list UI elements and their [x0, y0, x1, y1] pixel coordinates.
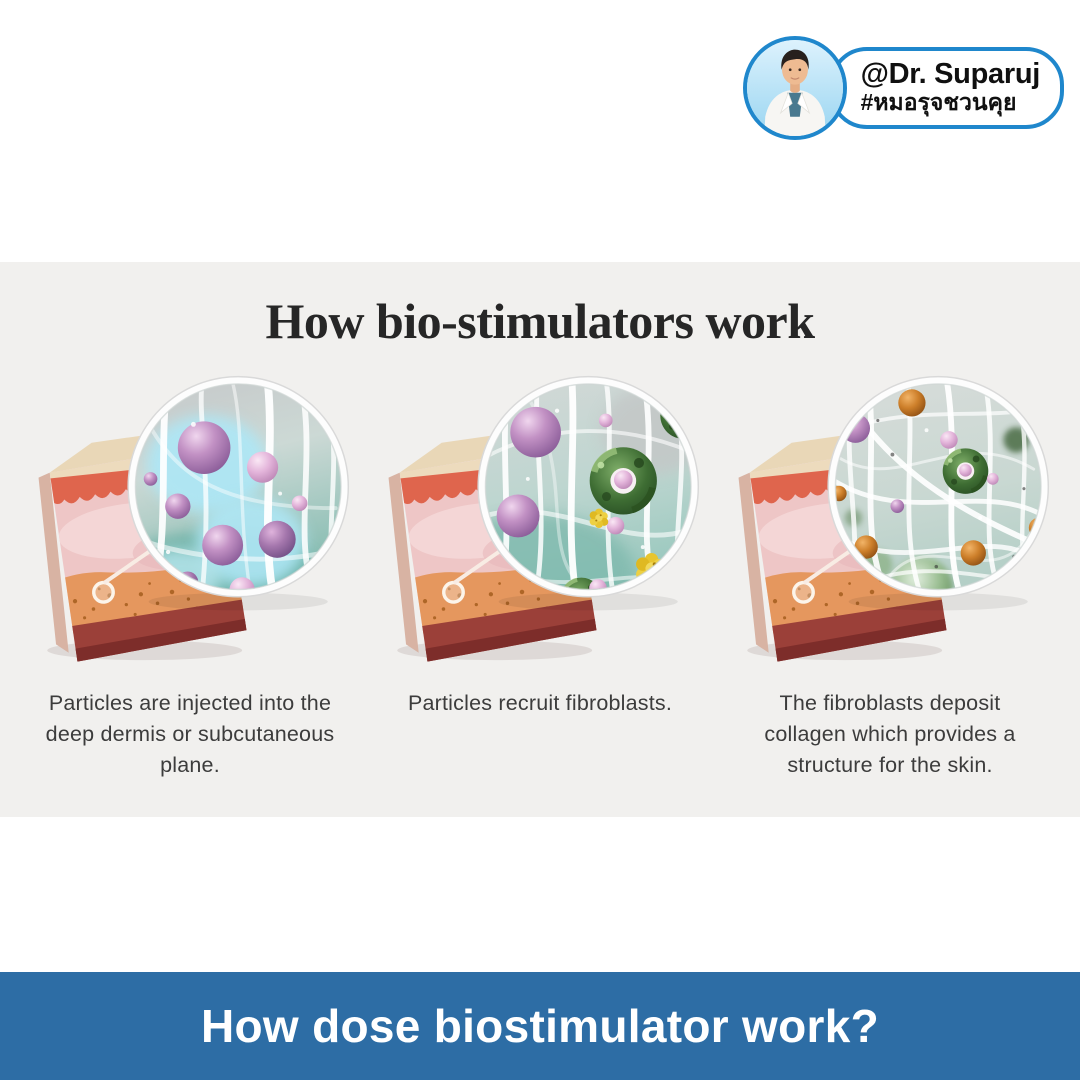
lens-particles — [135, 383, 341, 590]
doctor-avatar-illustration — [746, 40, 843, 136]
banner-title: How dose biostimulator work? — [200, 1000, 879, 1052]
profile-badge: @Dr. Suparuj #หมอรุจชวนคุย — [742, 36, 1064, 140]
step-2-caption: Particles recruit fibroblasts. — [407, 691, 673, 715]
profile-pill: @Dr. Suparuj #หมอรุจชวนคุย — [828, 46, 1064, 130]
doctor-avatar — [742, 36, 847, 140]
skin-illustration-fibroblasts — [370, 375, 700, 664]
lens-collagen — [835, 383, 1041, 590]
bottom-banner: How dose biostimulator work? — [0, 972, 1080, 1080]
step-2: Particles recruit fibroblasts. — [365, 362, 715, 781]
infographic-title: How bio-stimulators work — [265, 293, 815, 349]
infographic-stage: How bio-stimulators work — [0, 262, 1080, 817]
step-1-caption: Particles are injected into the deep der… — [45, 691, 335, 777]
step-1: Particles are injected into the deep der… — [15, 362, 365, 781]
skin-illustration-injection — [20, 375, 350, 664]
skin-illustration-collagen — [720, 375, 1050, 664]
step-3-caption: The fibroblasts deposit collagen which p… — [764, 691, 1016, 777]
steps-row: Particles are injected into the deep der… — [0, 362, 1080, 781]
profile-hashtag: #หมอรุจชวนคุย — [860, 89, 1017, 116]
step-3: The fibroblasts deposit collagen which p… — [715, 362, 1065, 781]
profile-handle: @Dr. Suparuj — [860, 57, 1041, 90]
